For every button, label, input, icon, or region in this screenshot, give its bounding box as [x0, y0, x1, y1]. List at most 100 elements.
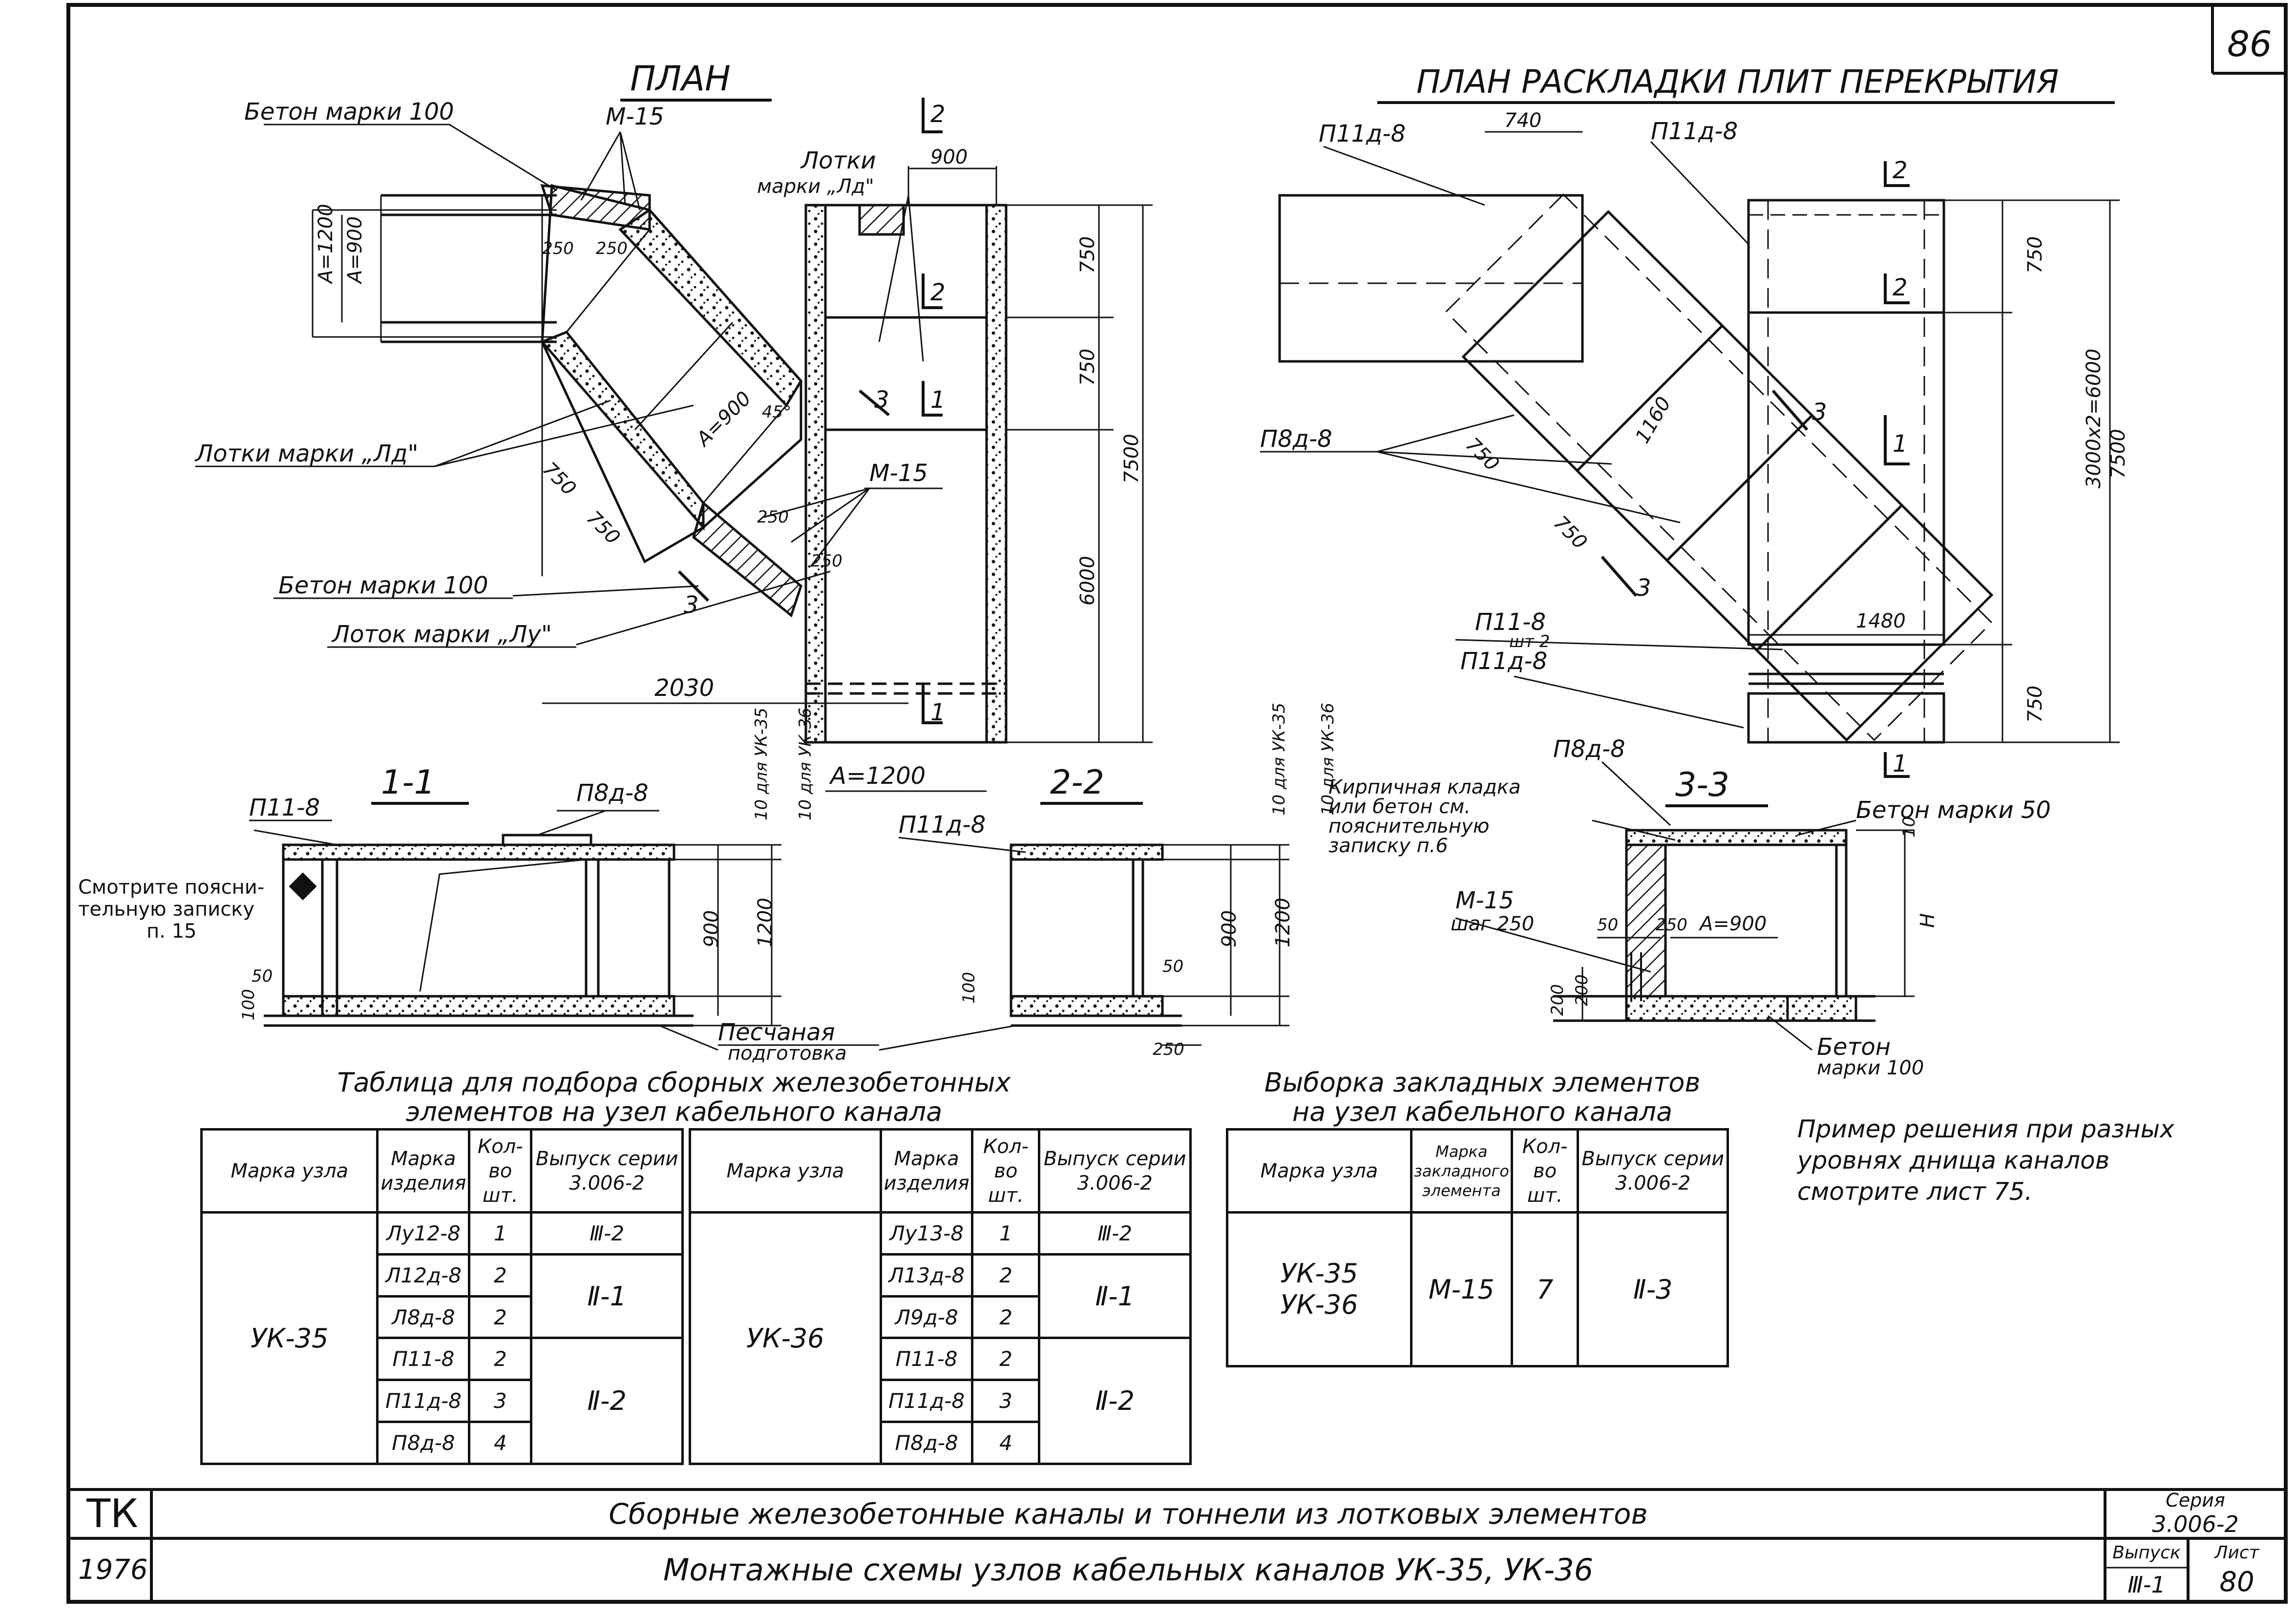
table1-caption1: Таблица для подбора сборных железобетонн…	[337, 1067, 1011, 1098]
slab-p11d8-b: П11д-8	[1651, 118, 1738, 145]
tb-org: ТК	[86, 1491, 138, 1536]
t1-right-qty-0: 1	[971, 1211, 1041, 1256]
slab-dim-1480: 1480	[1856, 610, 1906, 632]
t1-right-qty-4: 3	[971, 1379, 1041, 1424]
label-lotki-top: Лотки	[800, 147, 876, 174]
sec33-beton50: Бетон марки 50	[1856, 797, 2051, 824]
sand-label-2: подготовка	[728, 1042, 847, 1065]
dim-750d: 750	[582, 506, 625, 549]
dim-a1200-left: А=1200	[315, 204, 337, 285]
sec33-h: Н	[1917, 913, 1939, 928]
t1r-h-vyp: Выпуск серии 3.006-2	[1038, 1128, 1192, 1214]
tb-series: 3.006-2	[2152, 1511, 2239, 1537]
t1-h-vyp: Выпуск серии 3.006-2	[530, 1128, 684, 1214]
dim-45: 45°	[762, 402, 791, 422]
note-line-2: уровнях днища каналов	[1797, 1146, 2110, 1175]
slab-mark-3: 3	[1812, 399, 1827, 426]
slab-plan-text: П11д-8 740 П11д-8 П8д-8 750 3000х2=6000 …	[1260, 109, 2129, 777]
sec11-note2: тельную записку	[78, 898, 254, 921]
sec33-step: шаг 250	[1451, 913, 1534, 935]
sec22-d1200: 1200	[1272, 898, 1294, 947]
sheet-number: 86	[2227, 23, 2272, 64]
sec22-d50: 50	[1162, 957, 1183, 976]
slab-p11d8-a: П11д-8	[1319, 120, 1406, 147]
sec22-d10uk36: 10 для УК-36	[1318, 703, 1338, 816]
sec11-d10uk36: 10 для УК-36	[796, 708, 815, 820]
slab-plan-view: ПЛАН РАСКЛАДКИ ПЛИТ ПЕРЕКРЫТИЯ	[1260, 63, 2120, 778]
note-line-1: Пример решения при разных	[1797, 1115, 2174, 1143]
t1-left-item-0: Лу12-8	[376, 1211, 471, 1256]
t1-right-qty-3: 2	[971, 1337, 1041, 1382]
t1-left-qty-0: 1	[468, 1211, 533, 1256]
dim-a1200-bottom: А=1200	[829, 762, 926, 790]
t2-vyp: Ⅱ-3	[1577, 1211, 1729, 1367]
section-mark-1: 1	[930, 386, 946, 414]
sec11-note1: Смотрите поясни-	[78, 876, 264, 899]
table2-caption1: Выборка закладных элементов	[1264, 1067, 1701, 1098]
t1-right-item-5: П8д-8	[879, 1421, 974, 1465]
section-mark-1b: 1	[930, 699, 946, 726]
table1-left: Марка узла Марка изделия Кол-во шт. Выпу…	[200, 1128, 684, 1465]
sand-label-group	[659, 1025, 1016, 1051]
reference-note: Пример решения при разных уровнях днища …	[1797, 1113, 2276, 1207]
sec22-d10uk35: 10 для УК-35	[1269, 703, 1289, 816]
sec22-d900: 900	[1218, 910, 1241, 947]
sec22-d250: 250	[1153, 1040, 1184, 1059]
tb-vyp-label: Выпуск	[2112, 1543, 2181, 1563]
sec33-d10: 10	[1899, 817, 1919, 838]
sec22-text: П11д-8 10 для УК-35 10 для УК-36 900 120…	[899, 703, 1338, 1059]
t2-h-vyp: Выпуск серии 3.006-2	[1577, 1128, 1729, 1214]
sec33-beton100-a: Бетон	[1817, 1033, 1891, 1061]
t2-h-element: Марка закладного элемента	[1410, 1128, 1513, 1214]
slab-plan-title: ПЛАН РАСКЛАДКИ ПЛИТ ПЕРЕКРЫТИЯ	[1416, 63, 2059, 101]
sand-label-1: Песчаная	[718, 1019, 835, 1046]
t1-right-node: УК-36	[689, 1211, 882, 1465]
t1-left-vyp-0: Ⅲ-2	[530, 1211, 684, 1256]
section-3-3: 3-3	[1455, 761, 1915, 1051]
table1-caption2: элементов на узел кабельного канала	[405, 1096, 943, 1127]
dim-250c: 250	[757, 507, 789, 527]
t1-right-vyp-3: Ⅱ-2	[1038, 1337, 1192, 1465]
sec11-note3: п. 15	[147, 920, 196, 943]
table2-caption2: на узел кабельного канала	[1292, 1096, 1673, 1127]
slab-dim-750a: 750	[2024, 236, 2046, 273]
slab-mark-1: 1	[1893, 430, 1908, 458]
sec33-beton100-b: марки 100	[1817, 1057, 1924, 1079]
sec33-text: П8д-8 Кирпичная кладка или бетон см. поя…	[1328, 735, 2051, 1079]
sec11-text: П11-8 П8д-8 Смотрите поясни- тельную зап…	[78, 708, 815, 1021]
table2: Марка узла Марка закладного элемента Кол…	[1226, 1128, 1729, 1367]
t1-left-vyp-3: Ⅱ-2	[530, 1337, 684, 1465]
t1-left-qty-5: 4	[468, 1421, 533, 1465]
slab-mark-1b: 1	[1893, 750, 1908, 777]
slab-dim-750d: 750	[1549, 511, 1592, 554]
t1-right-qty-2: 2	[971, 1295, 1041, 1340]
slab-dim-1160: 1160	[1631, 393, 1676, 447]
sec33-d50: 50	[1597, 915, 1618, 935]
tb-list: 80	[2219, 1566, 2254, 1598]
dim-900: 900	[930, 146, 968, 168]
sec33-kirp1: Кирпичная кладка	[1328, 776, 1521, 798]
t1-right-qty-5: 4	[971, 1421, 1041, 1465]
section-mark-2: 2	[930, 101, 946, 128]
dim-250a: 250	[542, 239, 574, 258]
sec22-title: 2-2	[1050, 763, 1104, 802]
tb-year: 1976	[78, 1554, 148, 1586]
sec11-d900: 900	[700, 910, 723, 947]
t1-left-item-4: П11д-8	[376, 1379, 471, 1424]
sec33-d250: 250	[1656, 915, 1687, 935]
label-m15-mid: М-15	[869, 460, 928, 487]
label-lotki-ld: Лотки марки „Лд"	[194, 440, 419, 467]
section-mark-3: 3	[874, 386, 889, 414]
t1-left-vyp-1: Ⅱ-1	[530, 1253, 684, 1340]
plan-title: ПЛАН	[630, 59, 731, 99]
slab-dim-7500: 7500	[2107, 429, 2129, 479]
slab-p8d8: П8д-8	[1260, 425, 1332, 453]
slab-mark-3b: 3	[1636, 574, 1651, 602]
slab-mark-2: 2	[1893, 157, 1908, 184]
section-mark-2b: 2	[930, 279, 946, 306]
t2-node-2: УК-36	[1280, 1289, 1358, 1320]
sec33-kirp2: или бетон см.	[1328, 796, 1471, 818]
slab-dim-750b: 750	[2024, 686, 2046, 723]
t1-left-qty-2: 2	[468, 1295, 533, 1340]
slab-dim-750c: 750	[1461, 433, 1504, 476]
